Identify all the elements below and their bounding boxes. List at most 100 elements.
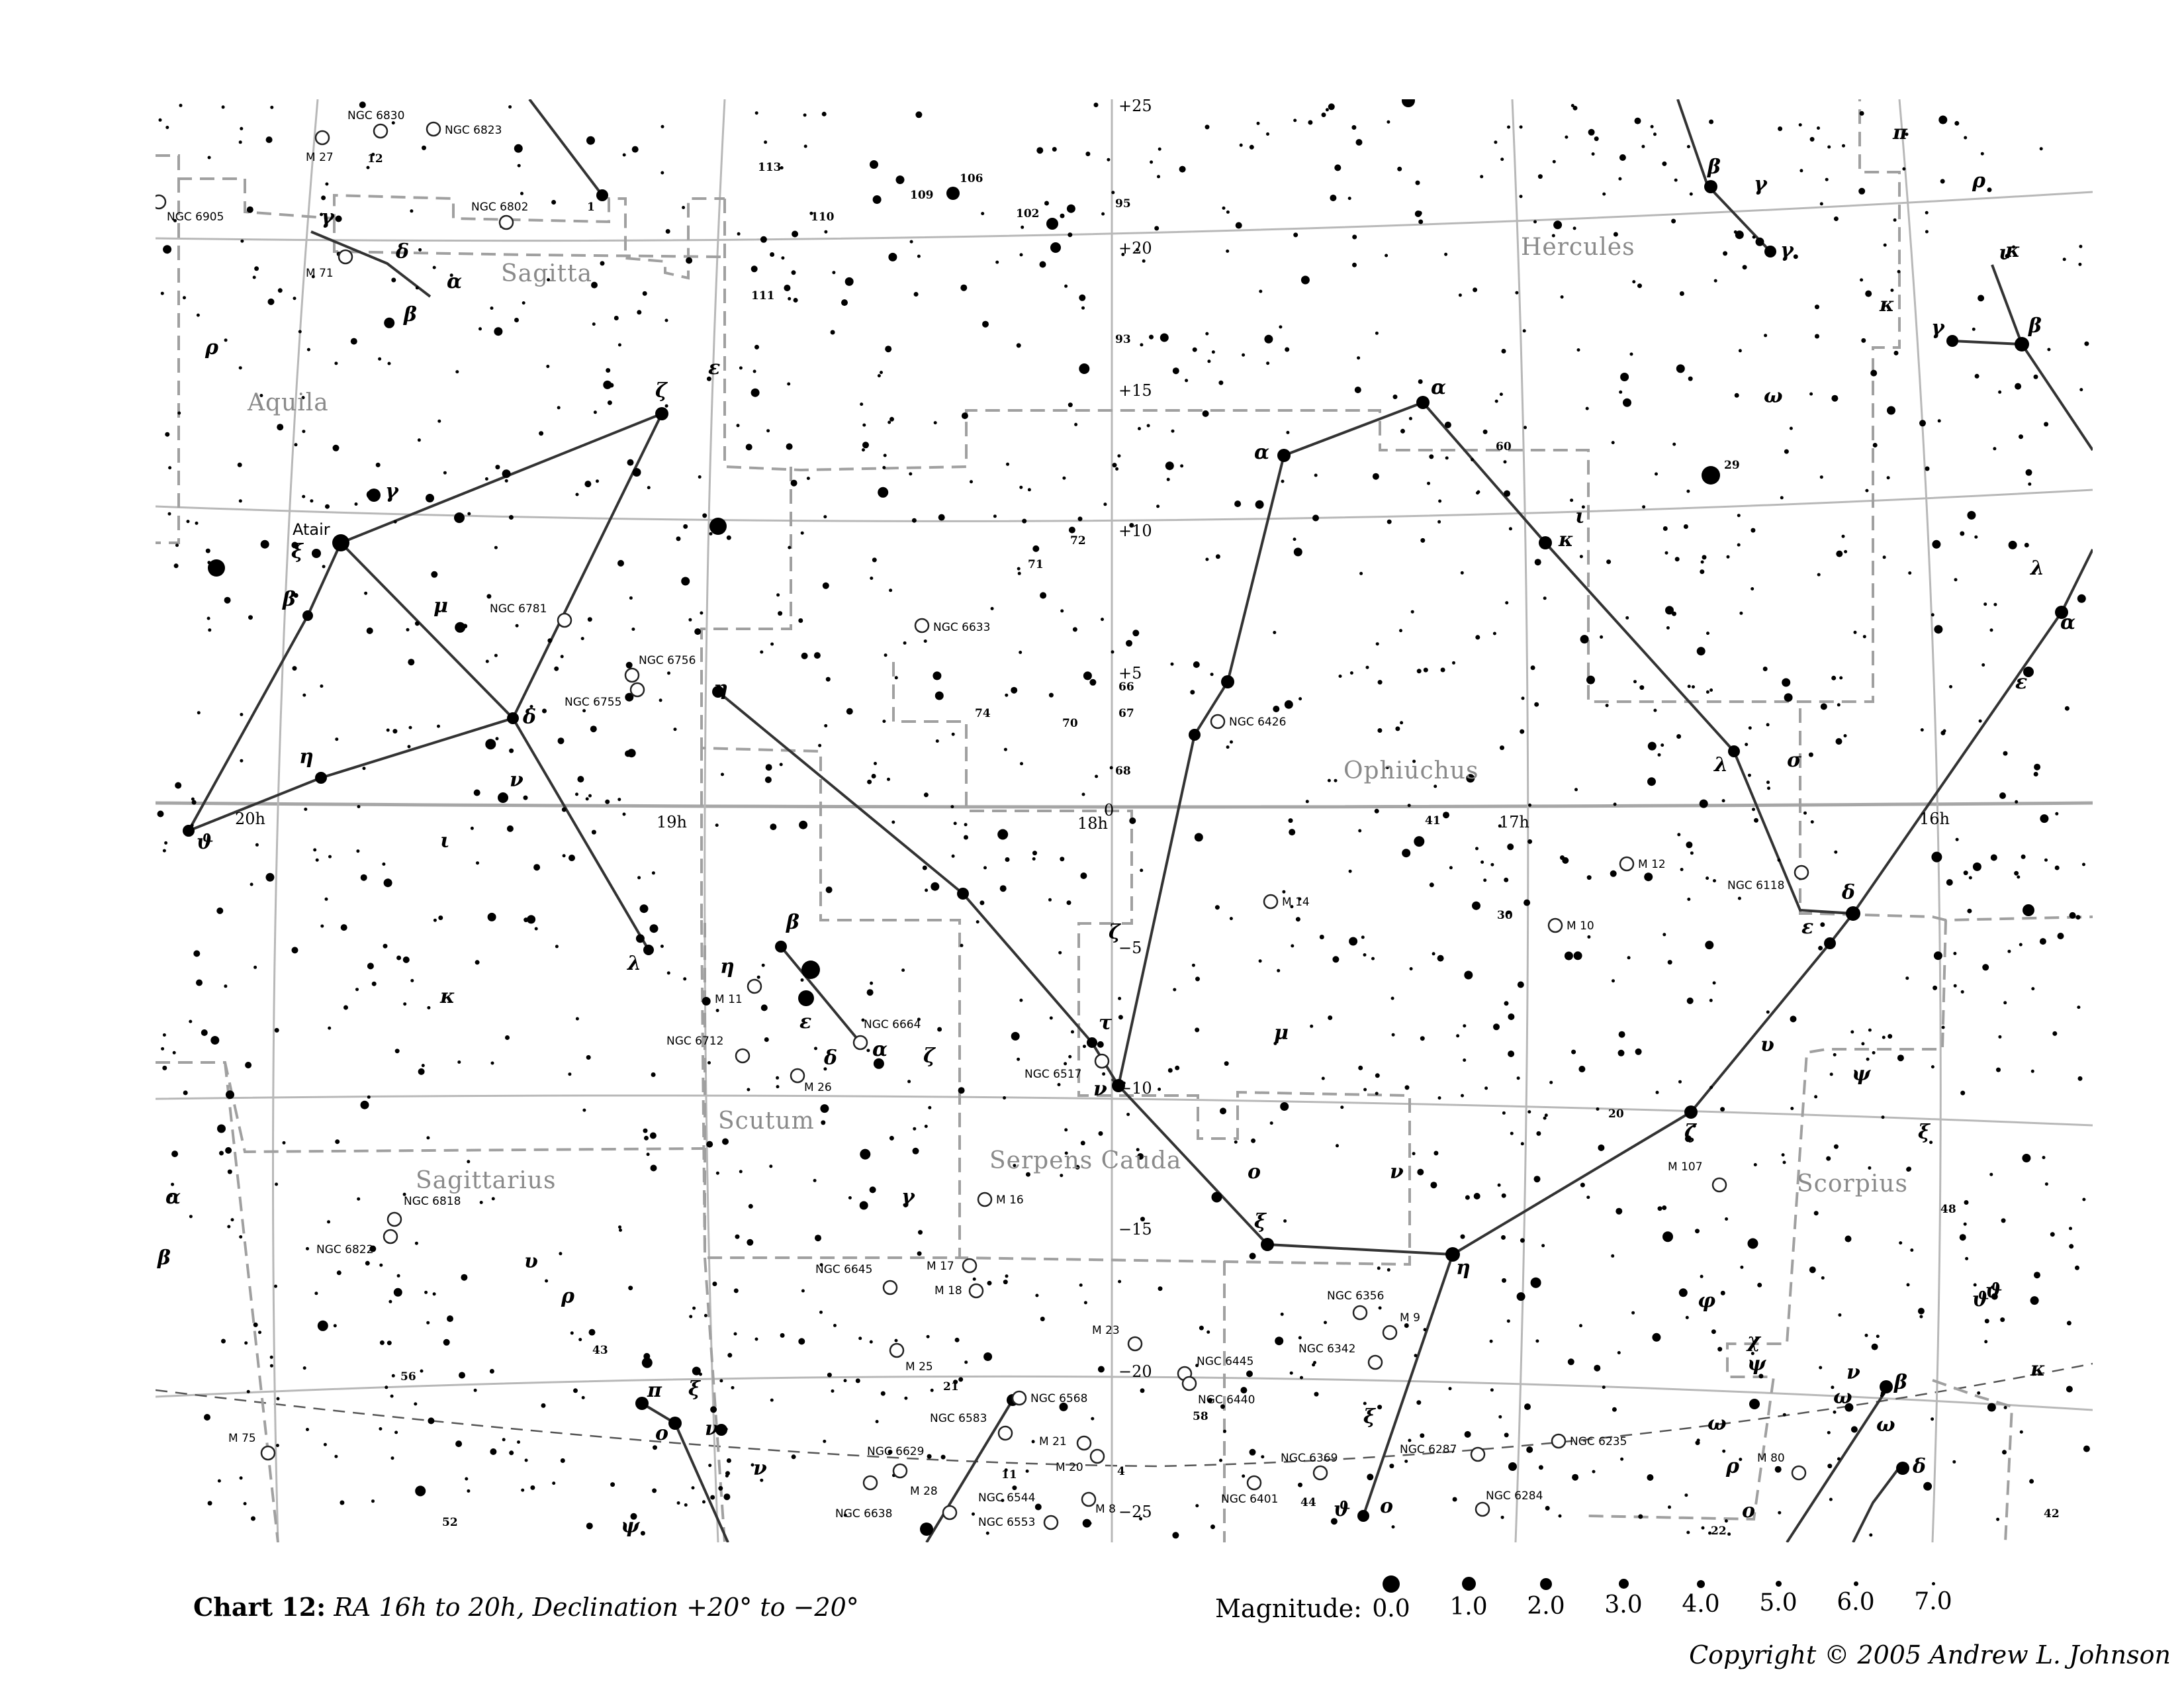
star [350, 338, 357, 345]
star [1576, 348, 1580, 352]
star [2015, 800, 2019, 804]
dso-label: NGC 6568 [1030, 1392, 1087, 1405]
star [799, 820, 808, 829]
star [649, 1132, 657, 1139]
star [1321, 1076, 1325, 1080]
star [1686, 145, 1690, 148]
star [692, 1366, 701, 1376]
star [248, 615, 253, 620]
star [1199, 1325, 1204, 1331]
star [1205, 332, 1209, 336]
star [1137, 1153, 1144, 1160]
star [1166, 477, 1170, 481]
ra-line [704, 99, 726, 1542]
star [803, 113, 807, 117]
star [1974, 373, 1979, 379]
star [1504, 1432, 1509, 1438]
star [454, 512, 465, 524]
star [607, 400, 612, 405]
star [265, 872, 275, 882]
star [1005, 1274, 1009, 1278]
star [1448, 1387, 1452, 1391]
star [443, 1338, 450, 1346]
star [1989, 1172, 1993, 1176]
star [1520, 1238, 1525, 1243]
star [1799, 169, 1803, 173]
flamsteed-label: 113 [758, 161, 782, 174]
star [682, 206, 686, 209]
star [1195, 1027, 1200, 1033]
dso-marker [1094, 1053, 1110, 1069]
star [244, 1341, 248, 1345]
dso-label: NGC 6356 [1327, 1289, 1384, 1303]
star [1400, 428, 1405, 434]
star [801, 652, 808, 659]
star [664, 404, 668, 408]
star [1572, 105, 1578, 111]
star [1019, 651, 1023, 654]
constellation-boundaries [156, 99, 2093, 1542]
star [208, 559, 225, 577]
star [245, 1062, 252, 1068]
star [1774, 1466, 1782, 1473]
star [362, 767, 366, 771]
star [882, 720, 886, 724]
dso-label: M 23 [1092, 1324, 1120, 1337]
greek-label: κ [2005, 239, 2021, 262]
legend-value: 3.0 [1604, 1591, 1643, 1618]
star [715, 1171, 719, 1175]
star [1725, 1217, 1729, 1221]
star [1220, 1107, 1226, 1115]
star [1136, 248, 1140, 252]
star [1378, 1306, 1382, 1310]
star [617, 343, 621, 347]
star [306, 348, 310, 352]
star [880, 371, 883, 375]
flamsteed-label: 66 [1118, 680, 1134, 694]
star [1129, 523, 1134, 528]
star [1452, 661, 1455, 665]
star [322, 565, 326, 569]
star [1473, 287, 1478, 293]
star [560, 655, 564, 659]
star [1115, 467, 1119, 471]
star [1498, 1415, 1502, 1419]
dso-label: NGC 6645 [815, 1263, 872, 1276]
star [1647, 1474, 1654, 1481]
star [371, 152, 375, 156]
star [1861, 1042, 1865, 1046]
star [754, 1337, 758, 1341]
star [293, 593, 298, 598]
star [502, 469, 511, 479]
star [1533, 1176, 1541, 1183]
star [221, 1338, 226, 1344]
star [1618, 1031, 1625, 1038]
star [801, 1289, 805, 1293]
star [415, 286, 419, 290]
star [382, 862, 386, 866]
dec-label: +10 [1118, 522, 1152, 540]
star [391, 1374, 395, 1378]
star [666, 971, 670, 975]
star [1838, 1313, 1842, 1317]
star [517, 164, 521, 167]
star [702, 997, 711, 1006]
star [1175, 1065, 1180, 1070]
star [1833, 1144, 1839, 1149]
star [210, 1036, 220, 1045]
star [1504, 877, 1509, 882]
greek-label: o [1380, 1495, 1393, 1518]
star [1825, 177, 1829, 181]
greek-labels: γ δ α β ρ ζ ε γ ξ β μ δ η ϑ ν ι λ κ α α … [157, 121, 2075, 1538]
star [1740, 1265, 1744, 1269]
star [798, 1338, 805, 1345]
star [246, 1389, 250, 1393]
star [1662, 1205, 1667, 1210]
greek-label: μ [433, 594, 448, 618]
star [2023, 904, 2034, 916]
star [1242, 353, 1246, 357]
star [1087, 1037, 1097, 1048]
star [1634, 117, 1641, 124]
dso-label: NGC 6544 [978, 1491, 1035, 1505]
dso-marker [1475, 1501, 1490, 1517]
